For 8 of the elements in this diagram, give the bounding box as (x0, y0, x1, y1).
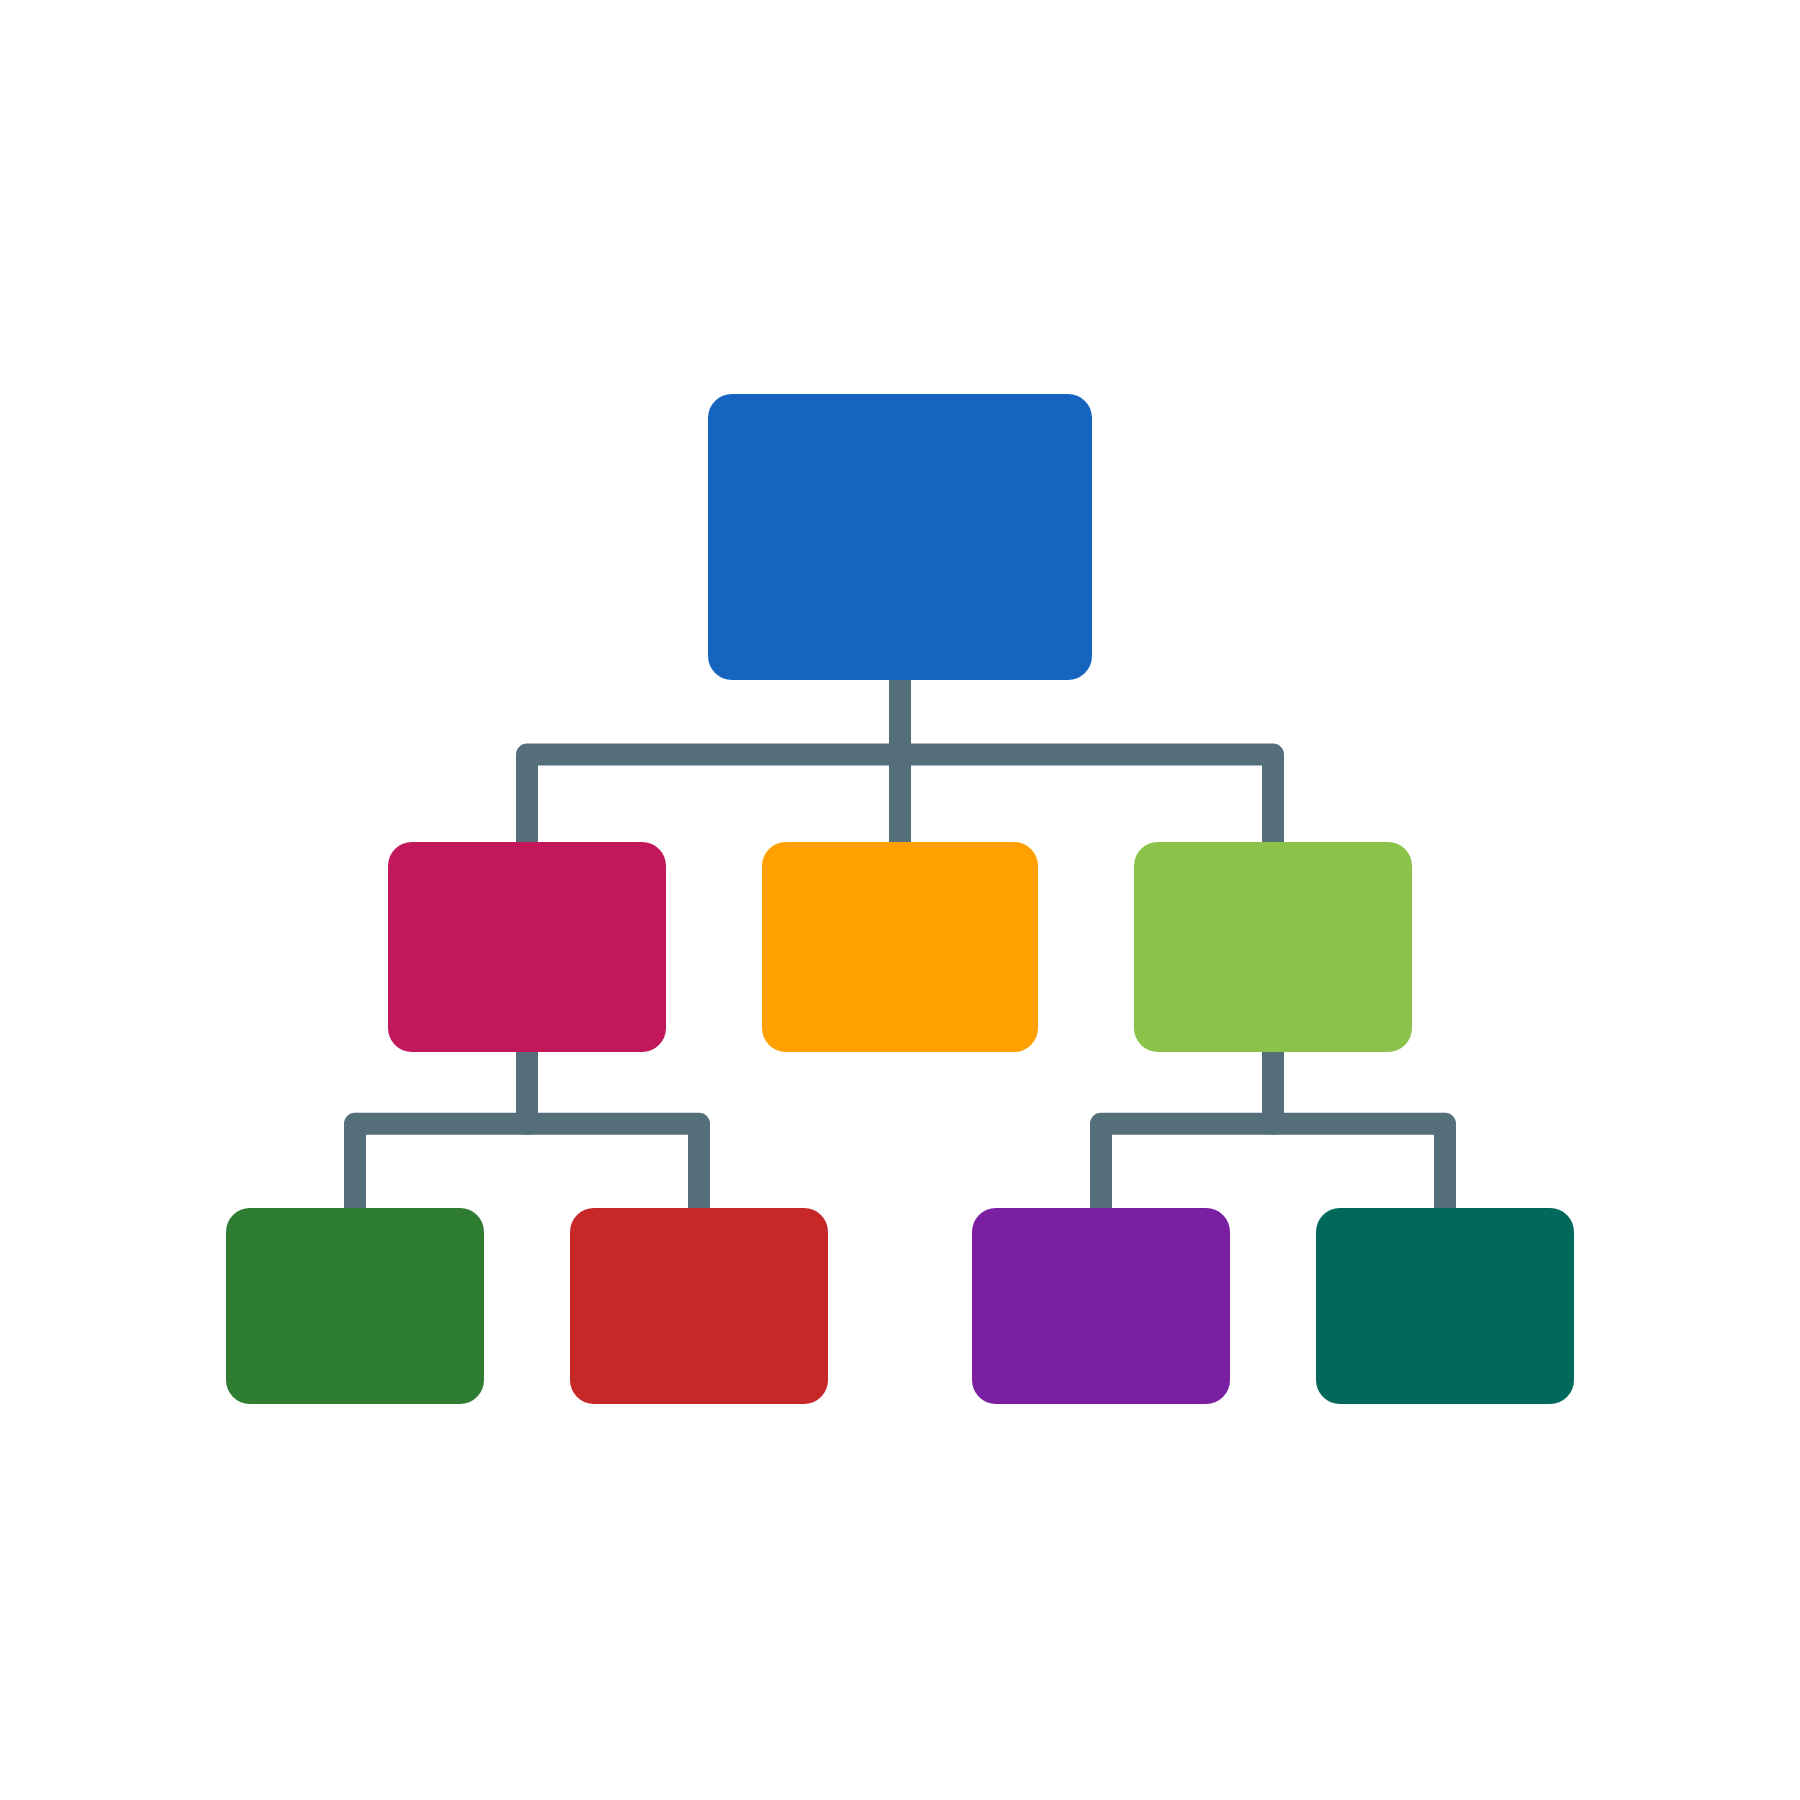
org-chart-box (1134, 842, 1412, 1052)
org-chart-box (708, 394, 1092, 680)
org-chart-box (762, 842, 1038, 1052)
org-chart-box (570, 1208, 828, 1404)
org-chart-box (972, 1208, 1230, 1404)
org-chart-box (1316, 1208, 1574, 1404)
org-chart-box (226, 1208, 484, 1404)
org-chart-box (388, 842, 666, 1052)
